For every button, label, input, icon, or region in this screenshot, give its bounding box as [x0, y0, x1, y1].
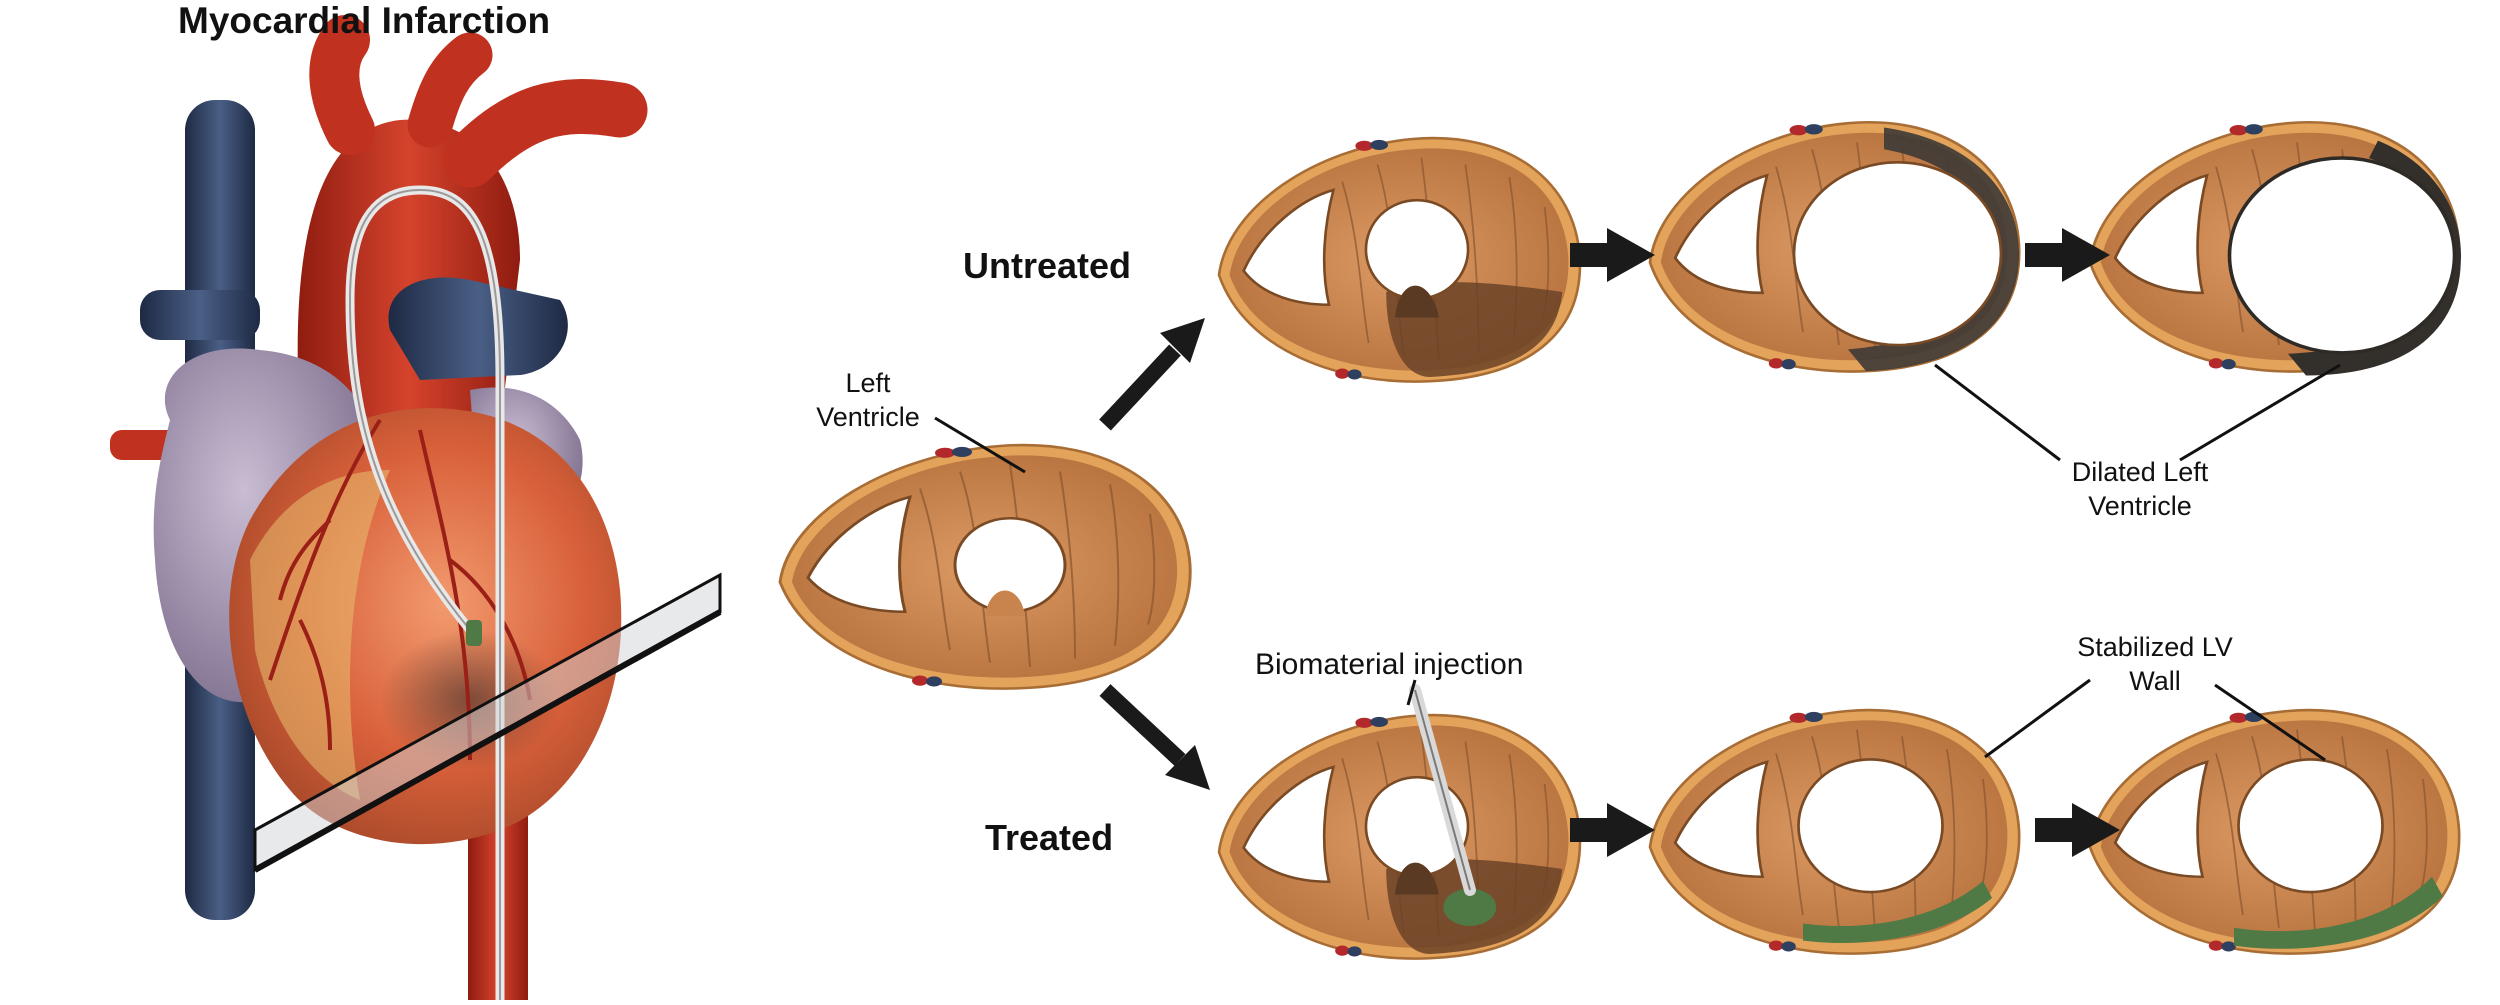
dilated-lv-label-line1: Dilated Left: [2071, 457, 2209, 487]
lv-slice-baseline: [778, 443, 1192, 691]
lv-slice-treated-stabilizing: [1648, 708, 2021, 955]
left-ventricle-label-line2: Ventricle: [816, 402, 920, 432]
pulmonary-vein: [140, 290, 260, 340]
row-label-untreated: Untreated: [963, 245, 1132, 286]
arrow-untreated-1: [1570, 243, 1610, 267]
arrow-treated-2: [2035, 818, 2075, 842]
arrow-treated-1: [1570, 818, 1610, 842]
stabilized-lv-wall-label: Stabilized LV Wall: [2055, 630, 2255, 698]
leader-lines: [934, 363, 2341, 762]
dilated-lv-label: Dilated Left Ventricle: [2040, 455, 2240, 523]
heart-illustration: [110, 15, 722, 1000]
stabilized-lv-wall-label-line1: Stabilized LV: [2077, 632, 2233, 662]
left-ventricle-label: Left Ventricle: [808, 366, 928, 434]
pulmonary-trunk: [388, 277, 568, 380]
figure-title: Myocardial Infarction: [178, 0, 551, 41]
lv-slice-untreated-dilating: [1648, 120, 2021, 373]
dilated-lv-label-line2: Ventricle: [2088, 491, 2192, 521]
row-label-treated: Treated: [985, 817, 1114, 858]
progression-arrows: [1099, 228, 2120, 857]
lv-slice-treated-injection: [1217, 713, 1582, 960]
arrow-to-untreated: [1099, 344, 1181, 431]
section-plane: [255, 575, 720, 870]
arrow-untreated-2: [2025, 243, 2065, 267]
lv-slice-treated-stable: [2088, 708, 2461, 955]
injection-needle: [1409, 684, 1476, 896]
arrow-to-treated: [1099, 684, 1186, 766]
biomaterial-injection-label: Biomaterial injection: [1255, 648, 1524, 681]
lv-slice-untreated-acute: [1217, 136, 1582, 383]
coronary-arteries: [268, 418, 532, 761]
left-ventricle-label-line1: Left: [845, 368, 891, 398]
lv-slice-untreated-dilated: [2088, 120, 2462, 376]
biomaterial-depot: [1443, 888, 1497, 926]
catheter-tip: [466, 620, 482, 646]
stabilized-lv-wall-label-line2: Wall: [2129, 666, 2181, 696]
